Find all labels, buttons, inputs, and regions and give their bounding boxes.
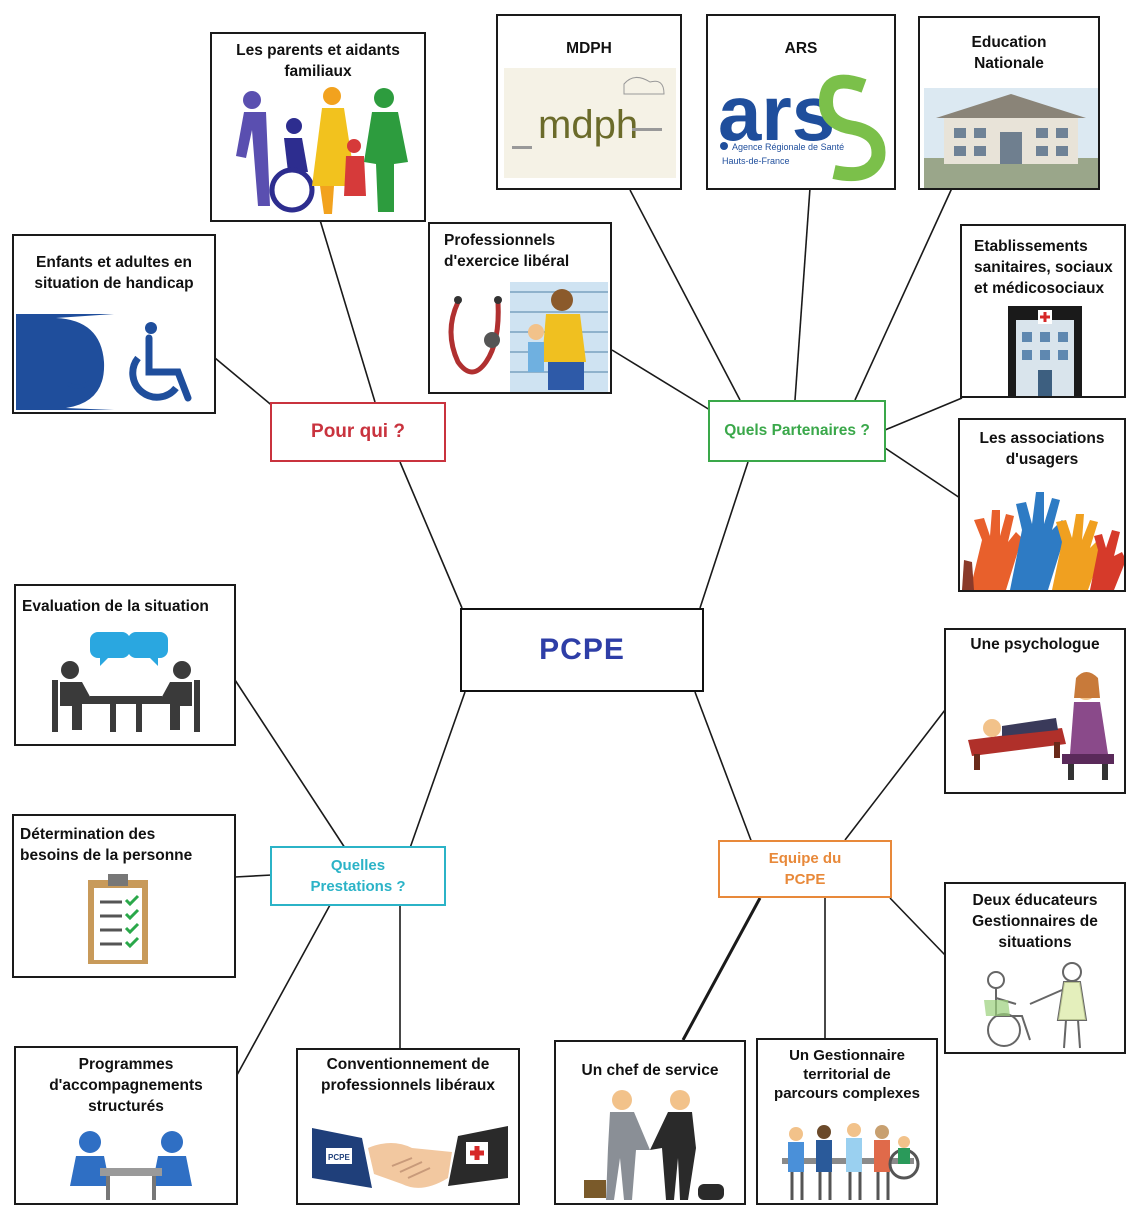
node-etablissements-label: Etablissements sanitaires, sociaux et mé… xyxy=(974,238,1113,297)
hospital-icon xyxy=(1008,306,1082,396)
hub-equipe: Equipe du PCPE xyxy=(718,840,892,898)
team-meeting-icon xyxy=(782,1123,920,1200)
node-associations-label: Les associations d'usagers xyxy=(979,430,1105,468)
node-ars: ARS ars Agence Régionale de Santé Hauts-… xyxy=(706,14,896,190)
node-psychologue-label: Une psychologue xyxy=(970,636,1100,653)
node-chef: Un chef de service xyxy=(554,1040,746,1205)
node-mdph-label: MDPH xyxy=(566,40,612,57)
node-chef-label: Un chef de service xyxy=(581,1062,719,1079)
node-educateurs: Deux éducateurs Gestionnaires de situati… xyxy=(944,882,1126,1054)
node-educateurs-label: Deux éducateurs Gestionnaires de situati… xyxy=(972,892,1098,951)
node-education: Education Nationale xyxy=(918,16,1100,190)
node-programmes-label: Programmes d'accompagnements structurés xyxy=(49,1056,203,1115)
handshake-icon: PCPE xyxy=(312,1126,508,1188)
node-conventionnement: Conventionnement de professionnels libér… xyxy=(296,1048,520,1205)
node-parents-label: Les parents et aidants familiaux xyxy=(236,42,400,80)
node-mdph: MDPH mdph xyxy=(496,14,682,190)
center-node: PCPE xyxy=(460,608,704,692)
school-icon xyxy=(924,88,1098,188)
hub-pour-qui: Pour qui ? xyxy=(270,402,446,462)
node-etablissements: Etablissements sanitaires, sociaux et mé… xyxy=(960,224,1126,398)
business-people-icon xyxy=(584,1090,724,1200)
ars-logo-region: Hauts-de-France xyxy=(722,156,790,166)
family-icon xyxy=(236,87,408,214)
workshop-icon xyxy=(70,1131,192,1200)
node-determination: Détermination des besoins de la personne xyxy=(12,814,236,978)
node-professionnels-label: Professionnels d'exercice libéral xyxy=(444,232,570,270)
caregiver-icon xyxy=(984,962,1088,1049)
node-conventionnement-label: Conventionnement de professionnels libér… xyxy=(321,1056,495,1094)
node-enfants-label: Enfants et adultes en situation de handi… xyxy=(34,254,194,292)
meeting-icon xyxy=(52,632,200,732)
ars-logo-sub: Agence Régionale de Santé xyxy=(732,142,844,152)
therapy-icon xyxy=(968,672,1114,780)
hub-partenaires: Quels Partenaires ? xyxy=(708,400,886,462)
node-evaluation-label: Evaluation de la situation xyxy=(22,598,209,615)
ars-logo: ars Agence Régionale de Santé Hauts-de-F… xyxy=(718,69,886,182)
handshake-tag: PCPE xyxy=(328,1153,350,1162)
node-evaluation: Evaluation de la situation xyxy=(14,584,236,746)
node-parents: Les parents et aidants familiaux xyxy=(210,32,426,222)
node-programmes: Programmes d'accompagnements structurés xyxy=(14,1046,238,1205)
node-professionnels: Professionnels d'exercice libéral xyxy=(428,222,612,394)
hub-prestations: Quelles Prestations ? xyxy=(270,846,446,906)
checklist-icon xyxy=(88,874,148,964)
node-determination-label: Détermination des besoins de la personne xyxy=(20,826,193,864)
node-enfants: Enfants et adultes en situation de handi… xyxy=(12,234,216,414)
node-associations: Les associations d'usagers xyxy=(958,418,1126,592)
node-education-label: Education Nationale xyxy=(971,34,1047,72)
raised-hands-icon xyxy=(962,492,1124,590)
stethoscope-icon xyxy=(448,282,608,392)
node-ars-label: ARS xyxy=(784,40,818,57)
node-psychologue: Une psychologue xyxy=(944,628,1126,794)
node-gestionnaire: Un Gestionnaire territorial de parcours … xyxy=(756,1038,938,1205)
node-gestionnaire-label: Un Gestionnaire territorial de parcours … xyxy=(774,1047,920,1102)
mdph-logo-word: mdph xyxy=(538,103,638,147)
disability-icon xyxy=(16,314,214,410)
mdph-logo: mdph xyxy=(504,68,676,178)
ars-logo-word: ars xyxy=(718,69,835,157)
